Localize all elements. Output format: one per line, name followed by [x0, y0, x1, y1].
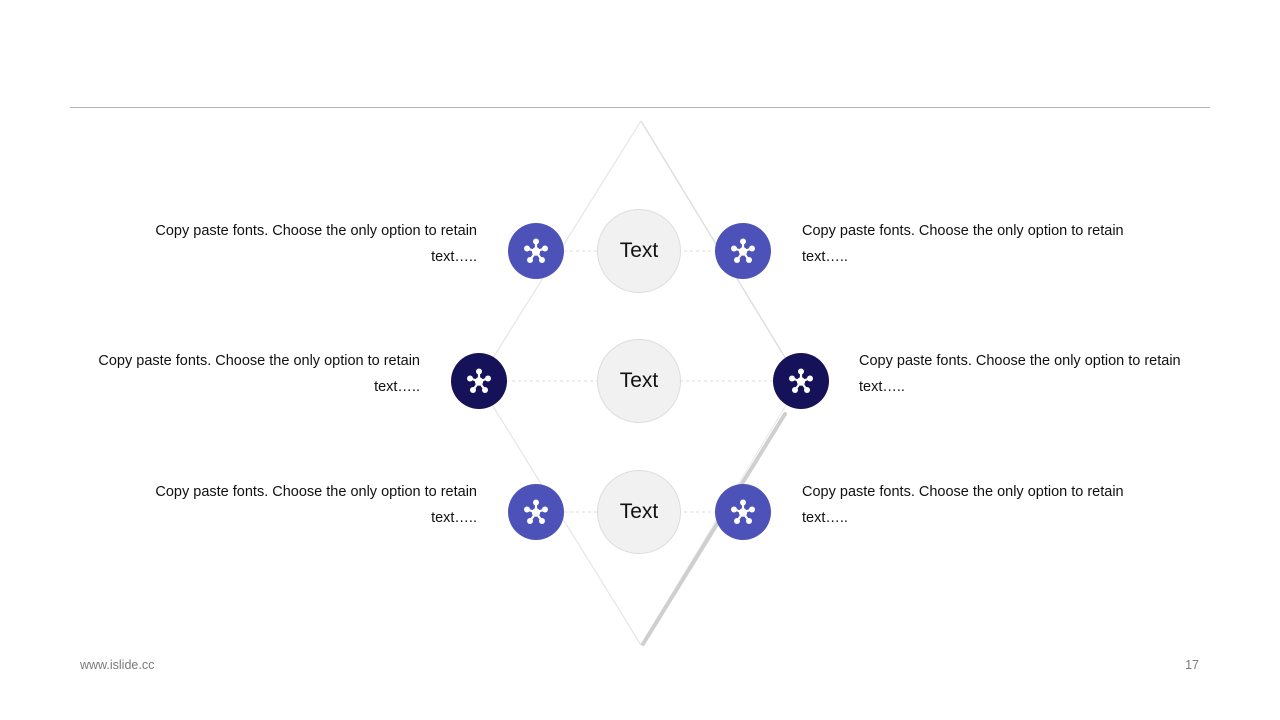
- node-middle-left: [451, 353, 507, 409]
- node-middle-right: [773, 353, 829, 409]
- item-text-middle-right: Copy paste fonts. Choose the only option…: [859, 353, 1181, 395]
- center-node-middle: Text: [597, 339, 681, 423]
- diamond-edge-shadow: [641, 412, 787, 646]
- node-bottom-right: [715, 484, 771, 540]
- molecule-icon: [465, 367, 493, 395]
- node-top-right: [715, 223, 771, 279]
- molecule-icon: [522, 237, 550, 265]
- center-node-bottom: Text: [597, 470, 681, 554]
- molecule-icon: [729, 498, 757, 526]
- molecule-icon: [787, 367, 815, 395]
- item-text-top-left: Copy paste fonts. Choose the only option…: [155, 223, 477, 265]
- molecule-icon: [729, 237, 757, 265]
- item-text-bottom-right: Copy paste fonts. Choose the only option…: [802, 484, 1124, 526]
- molecule-icon: [522, 498, 550, 526]
- item-text-middle-left: Copy paste fonts. Choose the only option…: [98, 353, 420, 395]
- node-top-left: [508, 223, 564, 279]
- header-divider: [70, 107, 1210, 108]
- page-number: 17: [1185, 658, 1199, 672]
- item-text-top-right: Copy paste fonts. Choose the only option…: [802, 223, 1124, 265]
- footer-website: www.islide.cc: [80, 658, 155, 672]
- item-text-bottom-left: Copy paste fonts. Choose the only option…: [155, 484, 477, 526]
- center-node-top: Text: [597, 209, 681, 293]
- node-bottom-left: [508, 484, 564, 540]
